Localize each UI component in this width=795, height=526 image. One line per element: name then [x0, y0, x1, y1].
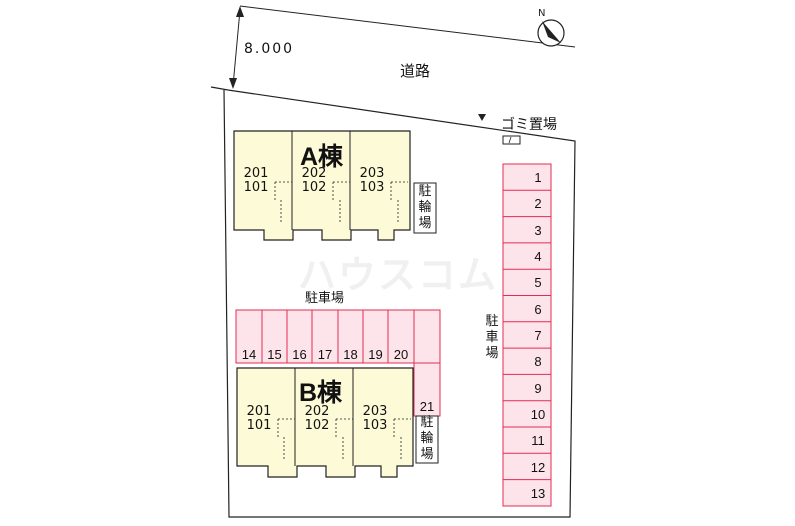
bike-parking-a [413, 182, 437, 234]
building-a-title: A棟 [300, 143, 344, 171]
parking-right-column [502, 163, 552, 507]
parking-middle-row [235, 309, 441, 417]
parking-space-3: 3 [534, 223, 542, 238]
parking-space-7: 7 [534, 328, 542, 343]
bike-parking-b-label: 駐輪場 [420, 415, 434, 462]
parking-space-18: 18 [343, 347, 358, 362]
garbage-label: ゴミ置場 [501, 117, 557, 133]
site-boundary [210, 86, 576, 518]
parking-space-2: 2 [534, 196, 542, 211]
garbage-station [502, 135, 521, 145]
building-b [236, 367, 414, 478]
parking-space-11: 11 [531, 433, 545, 448]
road-label: 道路 [400, 62, 431, 80]
parking-middle-label: 駐車場 [305, 291, 345, 306]
watermark-text: ハウスコム [298, 253, 499, 297]
parking-space-1: 1 [534, 170, 542, 185]
parking-right-label: 駐車場 [485, 314, 499, 361]
parking-space-21: 21 [419, 399, 435, 414]
setback-arrow-top [236, 6, 244, 17]
parking-space-14: 14 [241, 347, 257, 362]
bike-parking-a-label: 駐輪場 [418, 184, 432, 231]
parking-space-19: 19 [368, 347, 383, 362]
parking-space-8: 8 [534, 354, 542, 369]
road-edge-line [239, 5, 576, 48]
parking-space-6: 6 [534, 302, 542, 317]
parking-space-17: 17 [317, 347, 333, 362]
svg-text:N: N [538, 8, 545, 19]
north-compass-icon: N [537, 8, 565, 47]
parking-space-16: 16 [292, 347, 307, 362]
parking-space-10: 10 [530, 407, 546, 422]
parking-space-20: 20 [393, 347, 409, 362]
setback-arrow-bottom [229, 78, 237, 89]
parking-space-9: 9 [534, 381, 542, 396]
parking-space-4: 4 [534, 249, 542, 264]
parking-space-5: 5 [534, 275, 542, 290]
setback-distance: 8.000 [244, 41, 295, 57]
setback-dimension-line [232, 9, 241, 87]
garbage-marker-icon [478, 114, 486, 121]
bike-parking-b [415, 415, 439, 464]
building-a [233, 130, 411, 241]
parking-space-13: 13 [530, 486, 546, 501]
building-b-title: B棟 [299, 379, 343, 407]
parking-space-12: 12 [530, 460, 546, 475]
parking-space-15: 15 [267, 347, 282, 362]
